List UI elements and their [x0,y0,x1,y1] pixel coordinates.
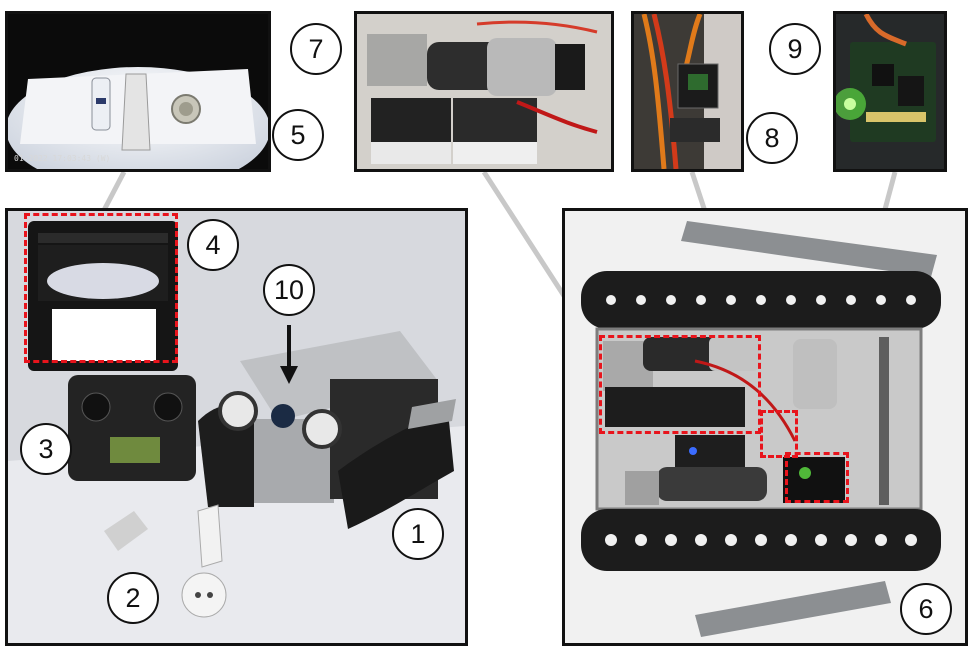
camera-view-photo: 01-2022 17:03:43 (W) [5,11,271,172]
servo-board-photo [631,11,744,172]
label-6: 6 [900,583,952,635]
robot-top-view-photo [562,208,968,646]
motor-battery-photo [354,11,614,172]
power-board-photo [833,11,947,172]
label-1: 1 [392,508,444,560]
highlight-power [785,452,849,503]
highlight-tablet [24,213,178,363]
label-7: 7 [290,23,342,75]
label-5: 5 [272,109,324,161]
label-9: 9 [769,23,821,75]
camera-timestamp: 01-2022 17:03:43 (W) [14,154,111,163]
label-4: 4 [187,219,239,271]
highlight-servo [760,410,798,458]
label-2: 2 [107,572,159,624]
callout-line-5-4 [99,170,127,216]
highlight-motor [599,335,761,434]
label-8: 8 [746,112,798,164]
label-3: 3 [20,423,72,475]
label-10: 10 [263,264,315,316]
